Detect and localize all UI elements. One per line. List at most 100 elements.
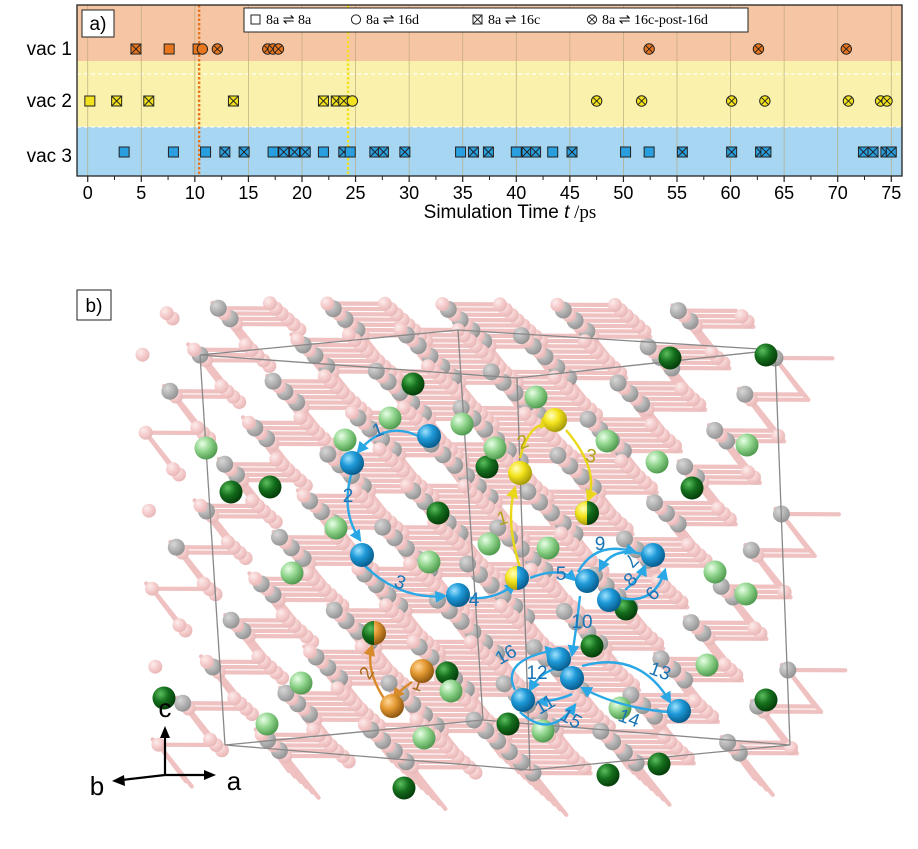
lithium-16c-atom (378, 406, 402, 430)
metal-atom (669, 302, 687, 320)
lithium-8a-atom (152, 686, 176, 710)
metal-atom (742, 541, 760, 559)
oxygen-atom (657, 729, 672, 744)
oxygen-atom (492, 297, 507, 312)
oxygen-atom (341, 327, 356, 342)
metal-atom (452, 399, 470, 417)
x-tick-label: 60 (721, 183, 741, 203)
event-marker-boxx (726, 146, 738, 158)
metal-atom (271, 528, 288, 546)
lane-label-vac2: vac 2 (27, 91, 72, 112)
metal-atom (616, 530, 633, 548)
metal-atom (161, 382, 179, 400)
oxygen-atom (241, 415, 256, 430)
event-marker-boxx (676, 146, 688, 158)
oxygen-atom (457, 479, 472, 493)
metal-atom (319, 445, 337, 463)
event-marker-square (84, 95, 96, 107)
legend-item-1: 8a ⇌ 16d (366, 13, 419, 28)
oxygen-atom (245, 493, 260, 508)
event-marker-circlex (725, 95, 738, 107)
lithium-8a-atom (475, 455, 499, 479)
lithium-16c-atom (324, 516, 348, 540)
bond (772, 355, 811, 402)
lithium-16c-atom (695, 653, 719, 677)
blue-vacancy-atom (511, 688, 535, 712)
yellow-hop-label: 1 (495, 507, 511, 530)
event-marker-circlex (643, 43, 655, 55)
oxygen-atom (547, 370, 562, 385)
orange-green-shared-atom (362, 621, 386, 645)
oxygen-atom (238, 337, 253, 352)
oxygen-atom (248, 571, 263, 586)
panel-b-label-box (76, 289, 112, 321)
event-marker-square (200, 146, 212, 158)
blue-vacancy-atom (575, 569, 599, 593)
event-marker-boxx (467, 146, 479, 158)
x-tick-label: 0 (83, 183, 93, 203)
blue-vacancy-atom (340, 451, 364, 475)
oxygen-atom (330, 681, 345, 696)
axis-triad (112, 726, 216, 786)
metal-atom (325, 601, 343, 619)
metal-atom (646, 494, 664, 512)
oxygen-atom (262, 296, 277, 311)
oxygen-atom (784, 741, 798, 755)
bond (156, 742, 194, 789)
oxygen-atom (357, 717, 372, 732)
legend-item-2: 8a ⇌ 16c (488, 13, 540, 28)
event-marker-circlex (272, 43, 285, 55)
event-marker-boxx (530, 146, 542, 158)
event-marker-boxx (885, 146, 897, 158)
lithium-8a-atom (435, 661, 459, 685)
event-marker-circle (196, 43, 209, 55)
metal-atom (512, 327, 530, 345)
event-marker-boxx (130, 43, 142, 55)
oxygen-atom (193, 498, 208, 513)
event-marker-circlex (842, 95, 855, 107)
oxygen-atom (187, 342, 202, 357)
metal-atom (216, 455, 234, 473)
hop-arrow (356, 429, 419, 454)
x-tick-label: 55 (667, 183, 687, 203)
yellow-blue-shared-atom (505, 566, 529, 590)
oxygen-atom (148, 659, 163, 674)
lithium-8a-atom (258, 475, 282, 499)
hop-arrow (565, 429, 598, 503)
x-tick-marks (87, 176, 892, 182)
orange-vacancy-atom (380, 694, 404, 718)
legend-item-3: 8a ⇌ 16c-post-16d (602, 13, 708, 28)
lithium-16c-atom (703, 560, 727, 584)
oxygen-atom (199, 654, 214, 669)
oxygen-atom (517, 406, 532, 421)
oxygen-atom (303, 644, 318, 659)
blue-hop-label: 10 (571, 612, 592, 633)
oxygen-atom (680, 537, 695, 552)
oxygen-atom (306, 722, 321, 737)
oxygen-atom (435, 297, 450, 312)
lithium-16c-atom (417, 550, 441, 574)
panel-a-label-box (81, 9, 115, 38)
metal-atom (174, 694, 192, 712)
event-marker-square (163, 43, 175, 55)
time-markers (197, 5, 350, 176)
panel-a-timeline: a) vac 1 vac 2 vac 3 8a ⇌ 8a 8a ⇌ 16d 8a… (27, 4, 903, 223)
event-marker-circle (346, 95, 359, 107)
event-marker-square (118, 146, 130, 158)
legend-square-icon (250, 14, 261, 25)
lithium-16c-atom (412, 726, 436, 750)
event-marker-boxx (238, 146, 250, 158)
oxygen-atom (393, 322, 408, 337)
lithium-8a-atom (219, 480, 243, 504)
lithium-16c-atom (524, 385, 548, 409)
lithium-16c-atom (439, 679, 463, 703)
event-marker-square (167, 146, 179, 158)
oxygen-atom (399, 478, 414, 493)
oxygen-atom (674, 381, 689, 396)
event-marker-square (344, 146, 356, 158)
panel-b-label: b) (86, 296, 103, 317)
event-marker-circlex (752, 43, 765, 55)
legend: 8a ⇌ 8a 8a ⇌ 16d 8a ⇌ 16c 8a ⇌ 16c-post-… (243, 7, 749, 33)
